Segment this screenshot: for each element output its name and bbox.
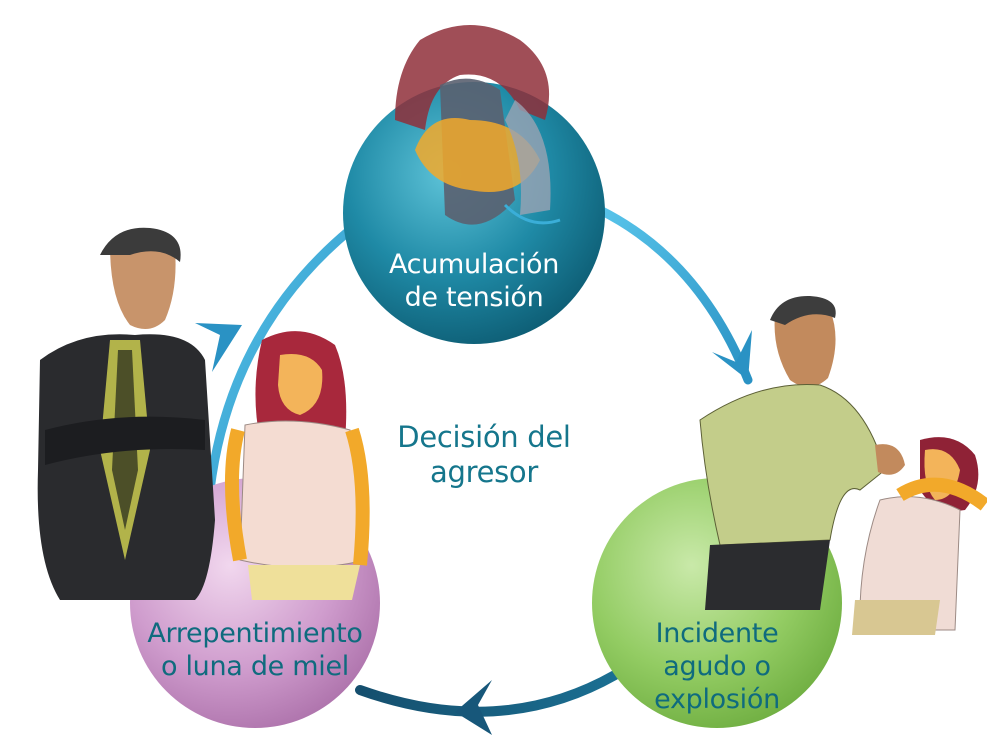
- arrowhead-bottom-icon: [455, 680, 492, 735]
- arrow-honeymoon-to-tension: [205, 225, 355, 495]
- explosion-label-line1: Incidente: [655, 618, 779, 649]
- tension-label-line2: de tensión: [404, 282, 544, 313]
- man-in-suit-illustration: [37, 227, 215, 600]
- arrow-explosion-to-honeymoon: [355, 670, 620, 717]
- center-label-line2: agresor: [430, 455, 538, 489]
- sad-woman-illustration: [225, 331, 370, 600]
- honeymoon-label-line2: o luna de miel: [160, 651, 349, 682]
- tension-label: Acumulación de tensión: [354, 248, 594, 314]
- arrowhead-right-icon: [712, 330, 752, 380]
- tension-label-line1: Acumulación: [388, 249, 560, 280]
- arrowhead-left-icon: [195, 323, 242, 372]
- explosion-label: Incidente agudo o explosión: [617, 617, 817, 716]
- crouching-woman-illustration: [395, 25, 561, 225]
- honeymoon-label-line1: Arrepentimiento: [147, 618, 363, 649]
- arrow-tension-to-explosion: [595, 205, 753, 385]
- cycle-arrows: [195, 205, 753, 735]
- explosion-label-line3: explosión: [654, 684, 780, 715]
- honeymoon-label: Arrepentimiento o luna de miel: [120, 617, 390, 683]
- explosion-label-line2: agudo o: [663, 651, 771, 682]
- center-label-line1: Decisión del: [397, 420, 571, 454]
- cowering-woman-illustration: [852, 437, 987, 635]
- angry-man-illustration: [699, 295, 905, 610]
- center-label: Decisión del agresor: [364, 420, 604, 490]
